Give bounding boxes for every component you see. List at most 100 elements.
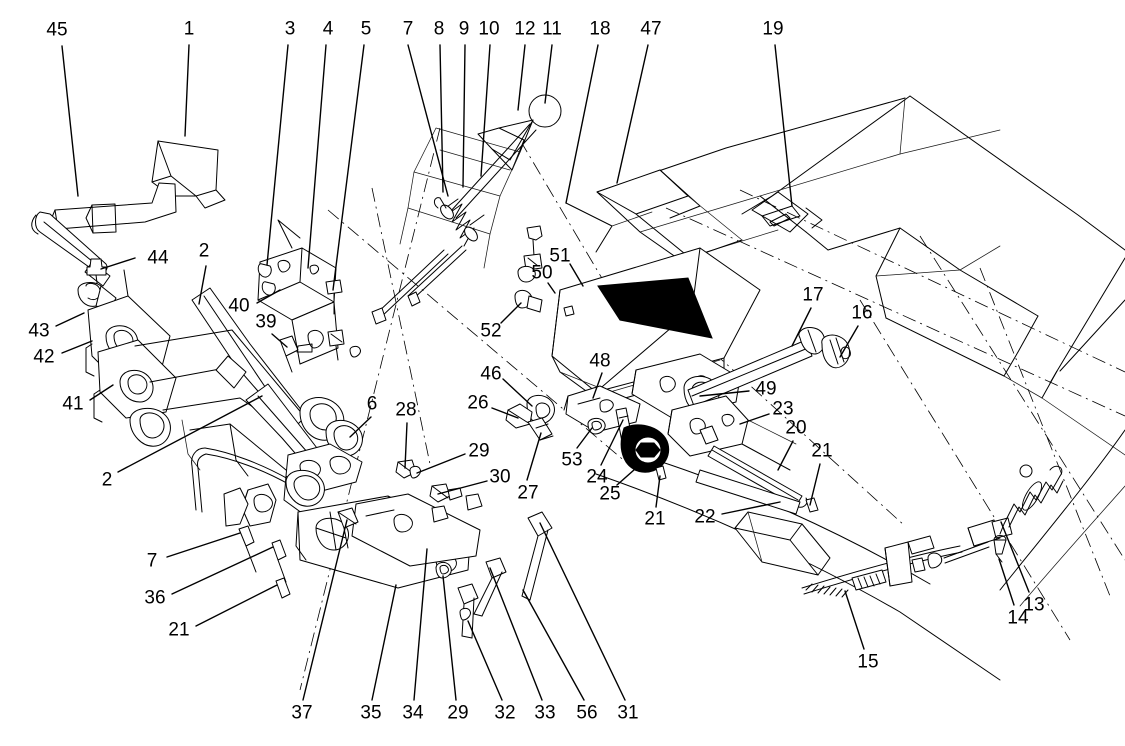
leader-line-37 <box>302 519 348 701</box>
callout-label-4: 4 <box>322 18 334 40</box>
callout-label-29b: 29 <box>447 702 469 724</box>
leader-line-6 <box>349 416 372 438</box>
callout-label-33: 33 <box>534 702 556 724</box>
machine-body-group <box>299 95 1125 691</box>
leader-line-30 <box>437 480 488 495</box>
leader-line-28 <box>404 422 408 469</box>
leader-line-49 <box>699 390 750 397</box>
callout-label-51: 51 <box>549 245 571 267</box>
callout-label-15: 15 <box>857 651 879 673</box>
leader-line-2a <box>198 265 207 305</box>
upper-bracket-group <box>257 219 361 373</box>
callout-label-32: 32 <box>494 702 516 724</box>
leader-line-21b <box>809 463 821 506</box>
callout-label-31: 31 <box>617 702 639 724</box>
callout-label-6: 6 <box>366 393 378 415</box>
leader-line-21a <box>655 475 661 508</box>
foot-pedal-group <box>31 140 226 287</box>
leader-line-7 <box>407 44 449 197</box>
callout-label-50: 50 <box>531 262 553 284</box>
callout-label-44: 44 <box>147 247 169 269</box>
callout-label-14: 14 <box>1007 607 1029 629</box>
leader-line-41 <box>89 384 114 401</box>
callout-label-18: 18 <box>589 18 611 40</box>
callout-label-41: 41 <box>62 393 84 415</box>
callout-label-23: 23 <box>772 398 794 420</box>
leader-line-17 <box>791 307 812 347</box>
leader-line-20 <box>777 440 794 471</box>
callout-label-37: 37 <box>291 702 313 724</box>
callout-leader-lines <box>55 44 1030 701</box>
callout-label-42: 42 <box>33 346 55 368</box>
callout-label-17: 17 <box>802 284 824 306</box>
leader-line-12 <box>517 44 526 111</box>
leader-line-21c <box>195 584 278 627</box>
leader-line-45 <box>61 45 79 197</box>
callout-label-47: 47 <box>640 18 662 40</box>
callout-label-29a: 29 <box>468 440 490 462</box>
callout-label-28: 28 <box>395 399 417 421</box>
callout-label-19: 19 <box>762 18 784 40</box>
leader-line-19 <box>774 44 793 207</box>
leader-line-7b <box>166 532 241 558</box>
leader-line-29a <box>416 453 466 474</box>
spring-rod-group <box>371 94 562 325</box>
callout-label-5: 5 <box>360 18 372 40</box>
callout-label-11: 11 <box>542 18 562 40</box>
leader-line-48 <box>592 372 603 399</box>
callout-label-30: 30 <box>489 466 511 488</box>
callout-label-12: 12 <box>514 18 536 40</box>
leader-line-32 <box>467 620 503 701</box>
leader-line-26 <box>491 407 519 419</box>
leader-line-8 <box>439 44 444 193</box>
leader-line-42 <box>61 340 93 354</box>
ball-joint-group <box>505 385 670 481</box>
leader-line-22 <box>721 501 781 515</box>
leader-line-27 <box>526 432 542 481</box>
callout-label-7b: 7 <box>146 550 158 572</box>
leader-line-15 <box>844 590 865 650</box>
callout-label-34: 34 <box>402 702 424 724</box>
leader-line-36 <box>171 546 274 595</box>
callout-label-26: 26 <box>467 392 489 414</box>
leader-line-50 <box>547 282 556 294</box>
extension-spring-13 <box>1003 464 1064 528</box>
callout-label-9: 9 <box>458 18 470 40</box>
left-hub-group <box>77 258 177 447</box>
leader-line-47 <box>616 44 649 184</box>
leader-line-31 <box>539 522 626 701</box>
coil-spring-9 <box>440 198 485 247</box>
leader-line-18 <box>565 44 599 204</box>
leader-line-14 <box>998 558 1015 606</box>
leader-line-33 <box>489 567 543 701</box>
leader-line-40 <box>256 289 281 304</box>
fastener-group <box>337 459 553 639</box>
leader-line-3 <box>266 44 289 266</box>
callout-label-7: 7 <box>402 18 414 40</box>
callout-label-27: 27 <box>517 482 539 504</box>
callout-label-40: 40 <box>228 295 250 317</box>
callout-label-2a: 2 <box>198 240 210 262</box>
callout-label-8: 8 <box>433 18 445 40</box>
leader-line-35 <box>371 584 397 701</box>
callout-label-39: 39 <box>255 311 277 333</box>
cable-spring-group <box>801 464 1064 598</box>
callout-label-3: 3 <box>284 18 296 40</box>
callout-label-53: 53 <box>561 449 583 471</box>
callout-label-45: 45 <box>46 19 68 41</box>
leader-line-29b <box>442 575 457 701</box>
callout-label-35: 35 <box>360 702 382 724</box>
callout-label-46: 46 <box>480 363 502 385</box>
callout-label-25: 25 <box>599 483 621 505</box>
leader-line-53 <box>576 427 593 449</box>
leader-line-43 <box>55 312 85 327</box>
center-bracket-group <box>223 397 481 599</box>
callout-label-1: 1 <box>183 18 195 40</box>
leader-line-25 <box>616 461 644 486</box>
leader-line-51 <box>569 263 584 287</box>
leader-line-44 <box>100 257 136 270</box>
leader-line-24 <box>600 419 624 466</box>
callout-label-22: 22 <box>694 506 716 528</box>
